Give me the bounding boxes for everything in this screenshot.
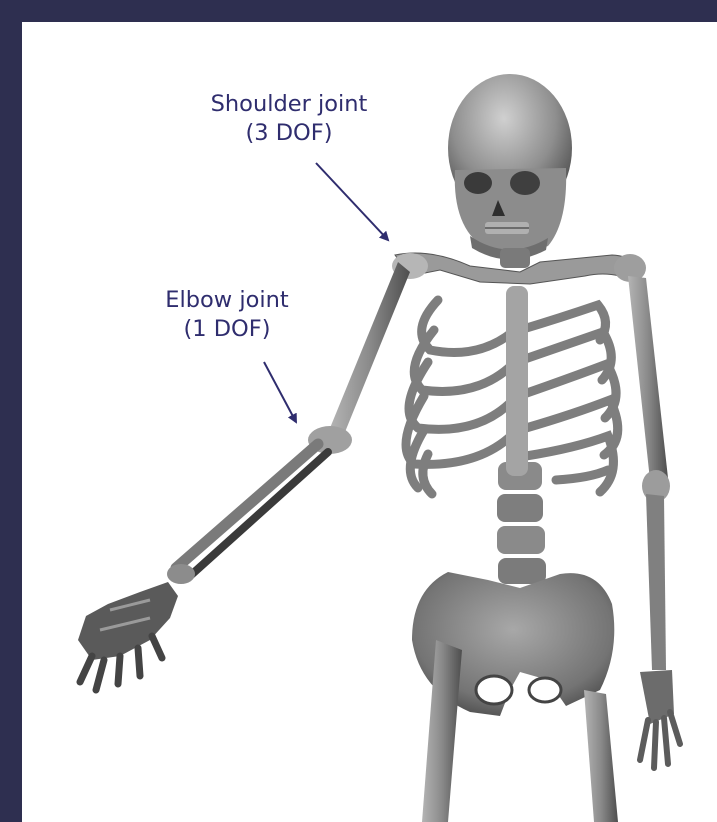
shoulder-joint-label: Shoulder joint (3 DOF) xyxy=(171,90,407,148)
elbow-arrow xyxy=(264,362,296,422)
shoulder-arrow xyxy=(316,163,388,240)
elbow-label-line1: Elbow joint xyxy=(133,286,321,315)
skull xyxy=(448,74,572,260)
hand xyxy=(78,582,178,690)
elbow-joint-label: Elbow joint (1 DOF) xyxy=(133,286,321,344)
forearm xyxy=(167,444,328,584)
upper-arm xyxy=(330,262,410,432)
shoulder-label-line2: (3 DOF) xyxy=(171,119,407,148)
sternum xyxy=(506,286,528,476)
shoulder-label-line1: Shoulder joint xyxy=(171,90,407,119)
left-arm xyxy=(628,276,680,768)
elbow-label-line2: (1 DOF) xyxy=(133,315,321,344)
